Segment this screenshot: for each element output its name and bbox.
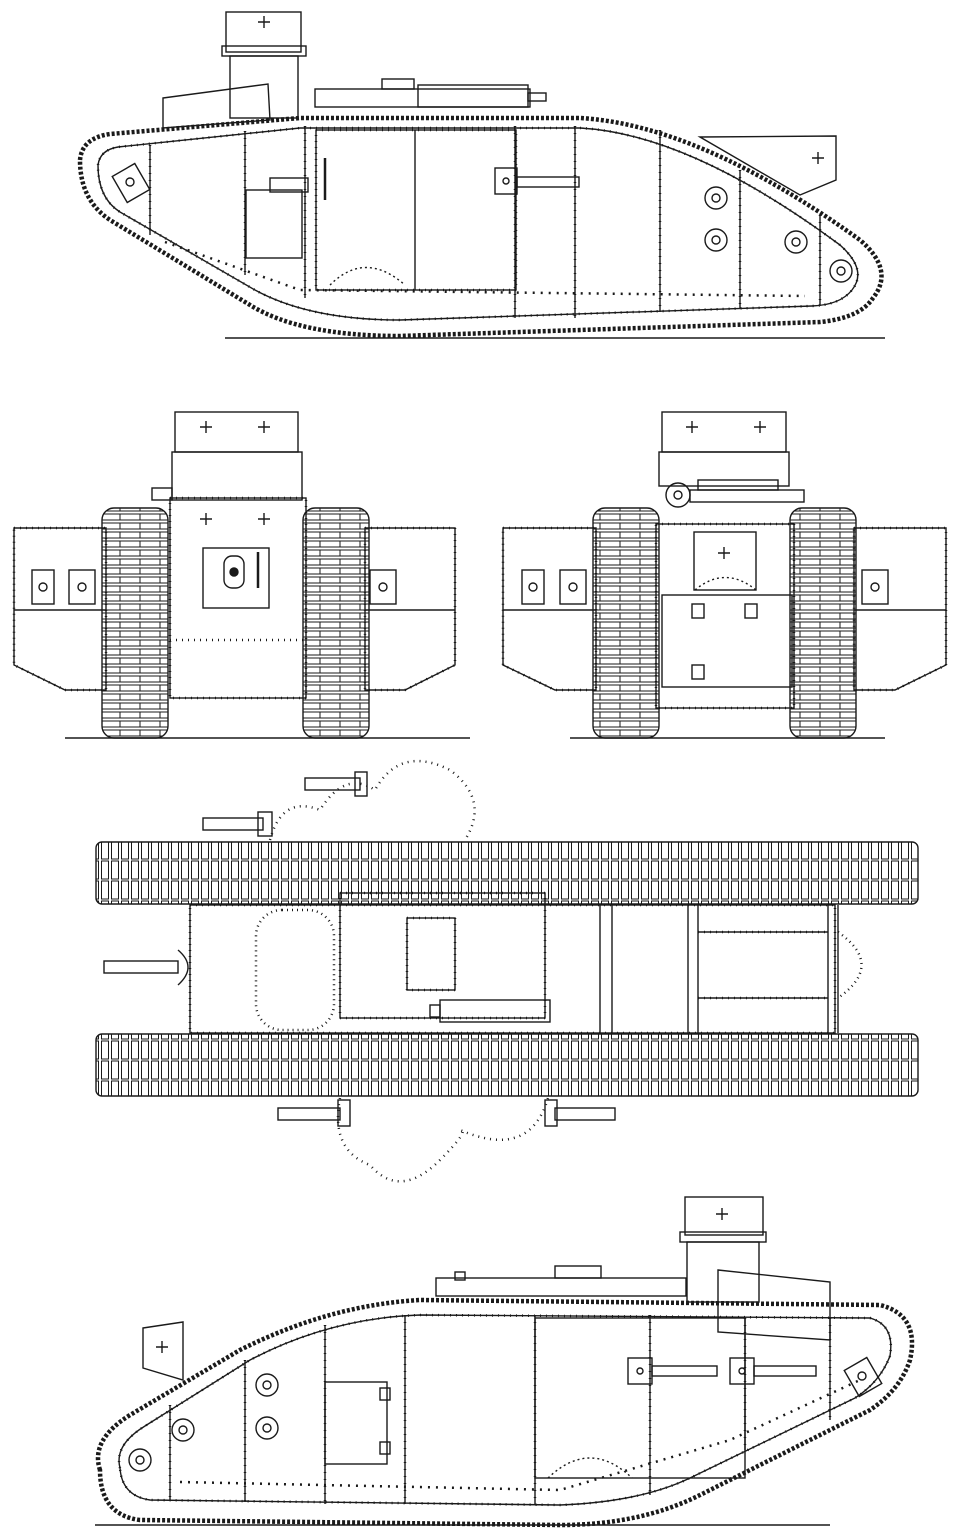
rear-view [501,411,948,739]
side-view-left [95,1196,915,1528]
top-view [95,759,919,1183]
front-view [12,411,470,739]
side-view-right [77,11,885,339]
